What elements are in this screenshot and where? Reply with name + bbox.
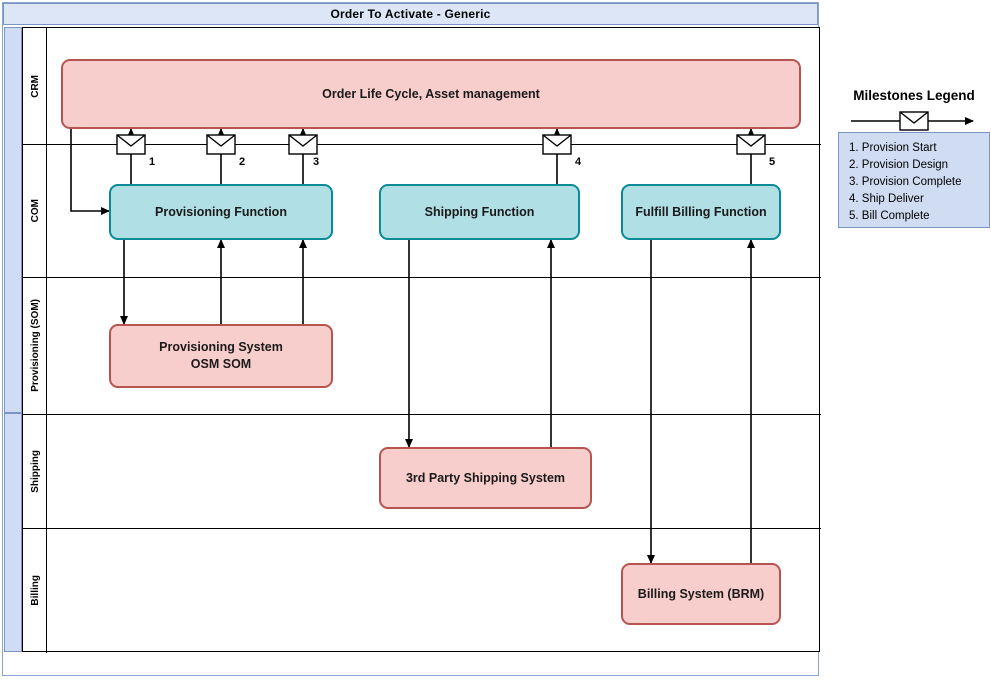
- milestone-envelope-3: [288, 134, 318, 155]
- diagram-title-bar: Order To Activate - Generic: [3, 3, 818, 25]
- swimlane-diagram: CRM COM Provisioning (SOM) Shipping Bill…: [22, 27, 821, 653]
- milestone-envelope-4: [542, 134, 572, 155]
- lane-divider-shipping-billing: [23, 528, 821, 529]
- legend-items-box: 1. Provision Start 2. Provision Design 3…: [838, 132, 990, 228]
- milestone-number-4: 4: [575, 156, 582, 168]
- legend-item-3: 3. Provision Complete: [849, 176, 962, 188]
- lane-divider-som-shipping: [23, 414, 821, 415]
- milestone-number-2: 2: [239, 156, 246, 168]
- pool-strip-lower: [4, 413, 22, 652]
- milestone-envelope-5: [736, 134, 766, 155]
- legend-title: Milestones Legend: [853, 88, 975, 103]
- milestone-number-1: 1: [149, 156, 156, 168]
- pool-strip-upper: [4, 27, 22, 413]
- milestone-number-5: 5: [769, 156, 776, 168]
- legend-item-5: 5. Bill Complete: [849, 210, 930, 222]
- milestone-envelope-1: [116, 134, 146, 155]
- node-fulfill-billing-function-label: Fulfill Billing Function: [635, 204, 767, 219]
- milestone-envelope-2: [206, 134, 236, 155]
- node-provisioning-system-label2: OSM SOM: [190, 357, 252, 371]
- legend-envelope-arrow-icon: [851, 111, 974, 131]
- node-billing-system-brm-label: Billing System (BRM): [637, 586, 765, 601]
- node-provisioning-system-label: Provisioning System: [159, 340, 283, 355]
- lane-divider-com-som: [23, 277, 821, 278]
- milestone-number-3: 3: [313, 156, 320, 168]
- lane-label-column: [23, 28, 47, 653]
- node-provisioning-function-label: Provisioning Function: [155, 204, 287, 219]
- legend-item-2: 2. Provision Design: [849, 159, 949, 171]
- lane-divider-crm-com: [23, 144, 821, 145]
- node-order-life-cycle[interactable]: Order Life Cycle, Asset management: [61, 59, 801, 129]
- node-shipping-function-label: Shipping Function: [424, 204, 535, 219]
- node-order-life-cycle-label: Order Life Cycle, Asset management: [322, 86, 540, 101]
- node-third-party-shipping-system[interactable]: 3rd Party Shipping System: [379, 447, 592, 509]
- legend-item-4: 4. Ship Deliver: [849, 193, 924, 205]
- page-title: Order To Activate - Generic: [330, 7, 491, 21]
- milestone-marker-layer: [116, 134, 766, 155]
- node-fulfill-billing-function[interactable]: Fulfill Billing Function: [621, 184, 781, 240]
- legend-item-1: 1. Provision Start: [849, 142, 937, 154]
- node-third-party-shipping-system-label: 3rd Party Shipping System: [405, 470, 566, 485]
- node-billing-system-brm[interactable]: Billing System (BRM): [621, 563, 781, 625]
- node-provisioning-system[interactable]: Provisioning System OSM SOM: [109, 324, 333, 388]
- connector-layer: [70, 128, 755, 564]
- wire-crm-to-provisioning-function: [70, 129, 110, 215]
- node-shipping-function[interactable]: Shipping Function: [379, 184, 580, 240]
